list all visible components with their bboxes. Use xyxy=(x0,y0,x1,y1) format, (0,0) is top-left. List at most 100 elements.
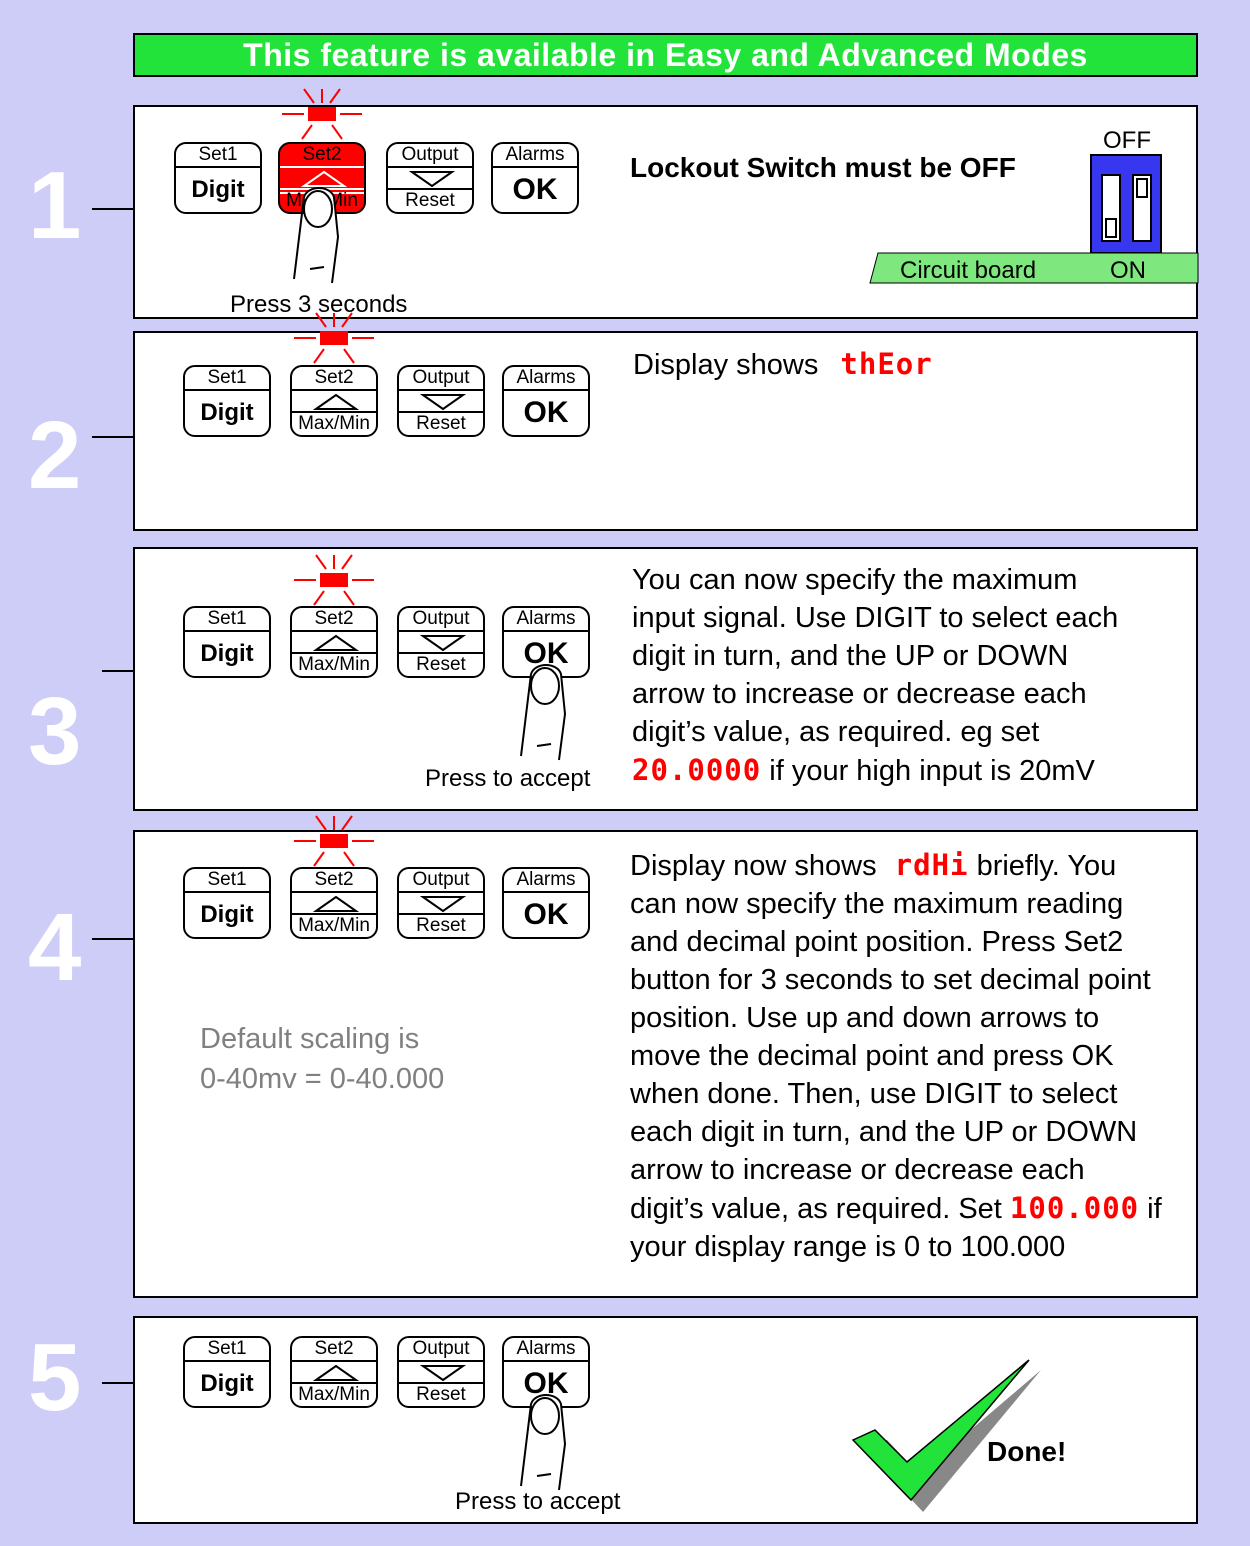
step-3-instructions: You can now specify the maximum input si… xyxy=(632,561,1118,790)
set1-label: Set1 xyxy=(185,869,269,893)
switch-off-label: OFF xyxy=(1103,127,1151,154)
ok-label: OK xyxy=(523,898,569,931)
flashing-led-icon xyxy=(294,312,374,364)
finger-press-icon xyxy=(520,664,567,761)
step-number-1: 1 xyxy=(28,152,82,259)
instruction-line-last: 20.0000 if your high input is 20mV xyxy=(632,751,1118,790)
reset-label: Reset xyxy=(399,913,483,937)
set2-label: Set2 xyxy=(280,144,364,168)
instruction-line: and decimal point position. Press Set2 xyxy=(630,926,1124,958)
max-min-label: Max/Min xyxy=(292,652,376,676)
alarms-ok-button[interactable]: Alarms OK xyxy=(491,142,579,214)
step-connector xyxy=(92,436,134,438)
output-label: Output xyxy=(399,608,483,632)
set1-digit-button[interactable]: Set1 Digit xyxy=(183,867,271,939)
step-number-2: 2 xyxy=(28,402,82,509)
set1-label: Set1 xyxy=(185,367,269,391)
instruction-line: each digit in turn, and the UP or DOWN xyxy=(630,1116,1138,1148)
display-shows-label: Display shows xyxy=(633,349,819,381)
set2-up-button[interactable]: Set2 Max/Min xyxy=(290,867,378,939)
instruction-line-final: your display range is 0 to 100.000 xyxy=(630,1231,1066,1263)
instruction-line: can now specify the maximum reading xyxy=(630,888,1124,920)
output-down-button[interactable]: Output Reset xyxy=(386,142,474,214)
reset-label: Reset xyxy=(399,1382,483,1406)
set2-label: Set2 xyxy=(292,1338,376,1362)
down-arrow-icon xyxy=(399,630,483,656)
flashing-led-icon xyxy=(294,815,374,867)
digit-label: Digit xyxy=(200,640,254,667)
lockout-instruction: Lockout Switch must be OFF xyxy=(630,152,1016,183)
output-down-button[interactable]: Output Reset xyxy=(397,365,485,437)
circuit-board-label: Circuit board xyxy=(900,257,1037,284)
done-label: Done! xyxy=(987,1436,1067,1467)
set1-digit-button[interactable]: Set1 Digit xyxy=(183,1336,271,1408)
ok-label: OK xyxy=(523,396,569,429)
set2-label: Set2 xyxy=(292,367,376,391)
output-label: Output xyxy=(399,869,483,893)
alarms-label: Alarms xyxy=(493,144,577,168)
instruction-line: arrow to increase or decrease each xyxy=(630,1154,1085,1186)
up-arrow-icon xyxy=(292,389,376,415)
if-text: if xyxy=(1139,1193,1162,1225)
output-down-button[interactable]: Output Reset xyxy=(397,606,485,678)
lockout-switch-icon xyxy=(1090,154,1162,254)
set1-label: Set1 xyxy=(185,608,269,632)
output-label: Output xyxy=(399,367,483,391)
step-panel-3: Set1 Digit Set2 Max/Min Output Reset Ala… xyxy=(133,547,1198,811)
default-scaling-value: 0-40mv = 0-40.000 xyxy=(200,1063,445,1095)
digit-label: Digit xyxy=(191,176,245,203)
down-arrow-icon xyxy=(399,1360,483,1386)
alarms-ok-button[interactable]: Alarms OK xyxy=(502,867,590,939)
set1-digit-button[interactable]: Set1 Digit xyxy=(183,365,271,437)
digit-label: Digit xyxy=(200,901,254,928)
output-down-button[interactable]: Output Reset xyxy=(397,1336,485,1408)
set1-label: Set1 xyxy=(185,1338,269,1362)
high-input-text: if your high input is 20mV xyxy=(761,755,1095,787)
press-3-seconds-caption: Press 3 seconds xyxy=(230,291,408,318)
circuit-board-icon xyxy=(869,252,1199,284)
set2-up-button[interactable]: Set2 Max/Min xyxy=(290,606,378,678)
alarms-label: Alarms xyxy=(504,1338,588,1362)
set1-digit-button[interactable]: Set1 Digit xyxy=(183,606,271,678)
output-label: Output xyxy=(399,1338,483,1362)
up-arrow-icon xyxy=(292,891,376,917)
output-down-button[interactable]: Output Reset xyxy=(397,867,485,939)
checkmark-icon xyxy=(851,1359,1041,1512)
instruction-line: position. Use up and down arrows to xyxy=(630,1002,1100,1034)
step-panel-5: Set1 Digit Set2 Max/Min Output Reset Ala… xyxy=(133,1316,1198,1524)
step-connector xyxy=(102,670,134,672)
set2-up-button[interactable]: Set2 Max/Min xyxy=(290,365,378,437)
digit-label: Digit xyxy=(200,399,254,426)
max-min-label: Max/Min xyxy=(292,1382,376,1406)
instruction-line: You can now specify the maximum xyxy=(632,564,1078,596)
led-display-theor: thEor xyxy=(840,347,933,381)
alarms-label: Alarms xyxy=(504,367,588,391)
alarms-ok-button[interactable]: Alarms OK xyxy=(502,365,590,437)
display-shows-text: Display shows thEor xyxy=(633,345,933,384)
press-to-accept-caption: Press to accept xyxy=(425,765,591,792)
up-arrow-icon xyxy=(292,630,376,656)
alarms-label: Alarms xyxy=(504,869,588,893)
step-panel-2: Set1 Digit Set2 Max/Min Output Reset Ala… xyxy=(133,312,1198,531)
step-number-4: 4 xyxy=(28,894,82,1001)
step-number-5: 5 xyxy=(28,1324,82,1431)
set2-up-button[interactable]: Set2 Max/Min xyxy=(290,1336,378,1408)
set1-label: Set1 xyxy=(176,144,260,168)
down-arrow-icon xyxy=(399,891,483,917)
step-number-3: 3 xyxy=(28,678,82,785)
finger-press-icon xyxy=(520,1394,567,1491)
led-display-100: 100.000 xyxy=(1009,1191,1140,1225)
finger-press-icon xyxy=(293,187,340,284)
flashing-led-icon xyxy=(294,554,374,606)
led-display-rdhi: rdHi xyxy=(894,848,969,882)
reset-label: Reset xyxy=(388,188,472,212)
press-to-accept-caption: Press to accept xyxy=(455,1488,621,1515)
step-connector xyxy=(102,1382,134,1384)
set1-digit-button[interactable]: Set1 Digit xyxy=(174,142,262,214)
reset-label: Reset xyxy=(399,652,483,676)
instruction-line: button for 3 seconds to set decimal poin… xyxy=(630,964,1151,996)
step-connector xyxy=(92,208,134,210)
instruction-line: digit in turn, and the UP or DOWN xyxy=(632,640,1069,672)
digit-label: Digit xyxy=(200,1370,254,1397)
set2-label: Set2 xyxy=(292,869,376,893)
